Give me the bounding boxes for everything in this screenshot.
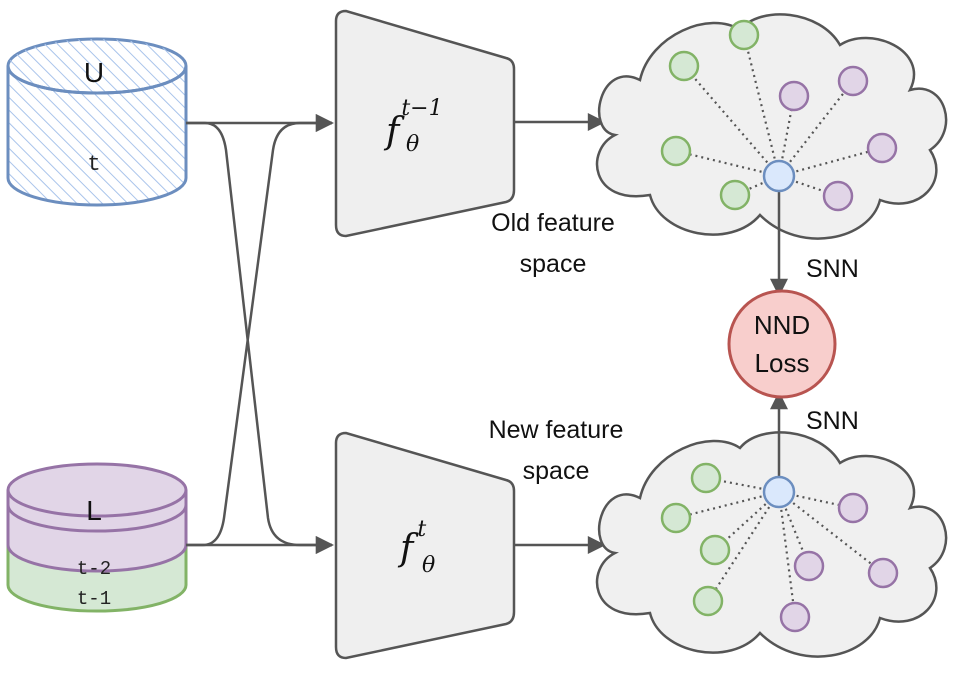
- encoder-old-sup: t−1: [401, 96, 442, 121]
- green-node: [690, 462, 722, 494]
- database-l-layer-bottom: t-1: [77, 588, 111, 610]
- green-node: [692, 585, 724, 617]
- purple-node: [822, 180, 854, 212]
- old-space-label-line1: Old feature: [491, 209, 615, 237]
- purple-node: [779, 601, 811, 633]
- green-node: [660, 502, 692, 534]
- trapezoid-encoder-icon: [334, 9, 516, 238]
- new-space-label-line2: space: [523, 457, 590, 485]
- green-node: [728, 19, 760, 51]
- new-center-node: [762, 475, 796, 509]
- u-to-new-encoder-arrow: [186, 121, 334, 554]
- database-l: L t-2 t-1: [6, 462, 188, 613]
- input-connectors: [186, 114, 334, 554]
- green-node: [668, 50, 700, 82]
- old-cloud-nodes: [660, 19, 898, 212]
- database-l-layer-top: t-2: [77, 558, 111, 580]
- old-feature-cloud: [595, 13, 948, 240]
- snn-label-top: SNN: [806, 255, 859, 283]
- feature-cloud-icon: [595, 431, 948, 658]
- green-node: [699, 534, 731, 566]
- old-center-node: [762, 159, 796, 193]
- feature-cloud-icon: [595, 13, 948, 240]
- old-space-label-line2: space: [520, 250, 587, 278]
- database-u: U t: [6, 37, 188, 207]
- purple-node: [837, 492, 869, 524]
- encoder-new-sub: θ: [422, 553, 435, 578]
- loss-line2: Loss: [755, 348, 810, 378]
- l-to-old-encoder-arrow: [186, 114, 334, 547]
- purple-node: [866, 132, 898, 164]
- database-u-label: U: [84, 57, 104, 88]
- encoder-old-sub: θ: [406, 132, 419, 157]
- purple-node: [867, 557, 899, 589]
- database-l-label: L: [86, 495, 102, 526]
- new-cloud-nodes: [660, 462, 899, 633]
- purple-node: [793, 550, 825, 582]
- snn-label-bottom: SNN: [806, 407, 859, 435]
- nnd-loss-node: NND Loss: [727, 289, 837, 399]
- trapezoid-encoder-icon: [334, 431, 516, 660]
- database-u-sublabel: t: [87, 152, 100, 177]
- new-space-label-line1: New feature: [489, 416, 624, 444]
- loss-line1: NND: [754, 310, 810, 340]
- database-u-body: [6, 66, 188, 207]
- green-node: [660, 135, 692, 167]
- green-node: [719, 179, 751, 211]
- purple-node: [837, 65, 869, 97]
- new-feature-cloud: [595, 431, 948, 658]
- encoder-new-sup: t: [417, 517, 426, 542]
- purple-node: [778, 80, 810, 112]
